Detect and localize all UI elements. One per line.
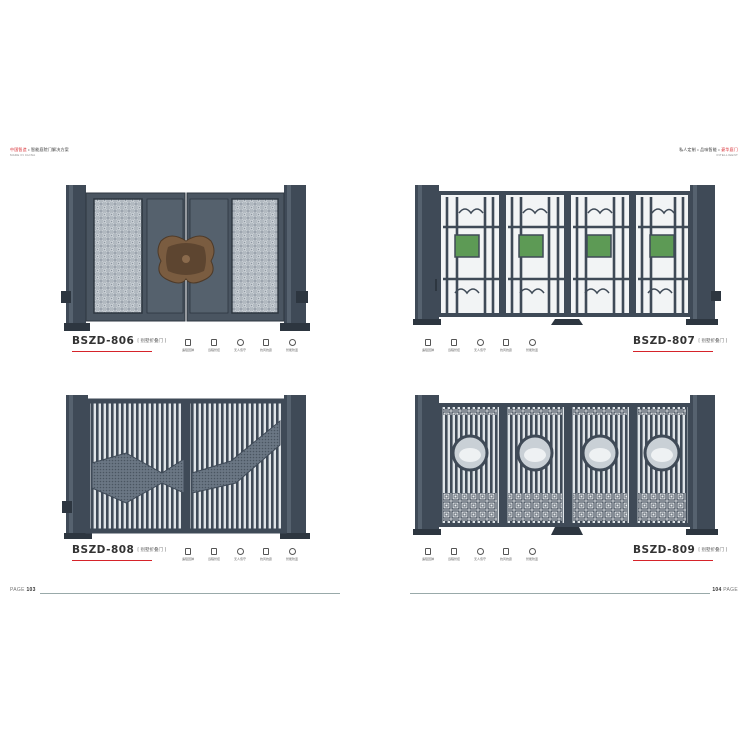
feature-item: 抗风抗震 bbox=[253, 548, 279, 561]
wind-icon bbox=[503, 339, 509, 346]
feature-item: 无人值守 bbox=[467, 339, 493, 352]
person-icon bbox=[236, 339, 244, 346]
model-underline bbox=[72, 560, 152, 561]
feature-item: 遇阻回弹 bbox=[415, 339, 441, 352]
brand-text: 中国智造 bbox=[10, 147, 27, 152]
shield-icon bbox=[288, 548, 296, 555]
feature-item: 遇阻回弹 bbox=[175, 548, 201, 561]
gate-806-image bbox=[61, 185, 310, 331]
model-label-809: BSZD-809[ 别墅折叠门 ] bbox=[633, 544, 728, 556]
wind-icon bbox=[263, 339, 269, 346]
model-underline bbox=[633, 351, 713, 352]
wind-icon bbox=[263, 548, 269, 555]
person-icon bbox=[476, 548, 484, 555]
feature-item: 无人值守 bbox=[227, 339, 253, 352]
feature-item: 智能防盗 bbox=[519, 548, 545, 561]
wind-icon bbox=[503, 548, 509, 555]
feature-item: 遇阻回弹 bbox=[175, 339, 201, 352]
feature-item: 抗风抗震 bbox=[493, 339, 519, 352]
feature-item: 远程智控 bbox=[441, 339, 467, 352]
feature-row-808: 遇阻回弹 远程智控 无人值守 抗风抗震 智能防盗 bbox=[175, 548, 305, 561]
barrier-icon bbox=[185, 548, 191, 555]
shield-icon bbox=[528, 339, 536, 346]
feature-item: 远程智控 bbox=[201, 548, 227, 561]
feature-row-806: 遇阻回弹 远程智控 无人值守 抗风抗震 智能防盗 bbox=[175, 339, 305, 352]
gate-808-image bbox=[62, 395, 310, 539]
model-underline bbox=[72, 351, 152, 352]
feature-item: 遇阻回弹 bbox=[415, 548, 441, 561]
gate-807-image bbox=[413, 185, 721, 325]
gate-809-image bbox=[413, 395, 718, 535]
phone-icon bbox=[451, 548, 457, 555]
barrier-icon bbox=[425, 548, 431, 555]
phone-icon bbox=[211, 548, 217, 555]
feature-item: 无人值守 bbox=[227, 548, 253, 561]
header-title: 智能庭院门解决方案 bbox=[31, 147, 69, 152]
model-label-808: BSZD-808[ 别墅折叠门 ] bbox=[72, 544, 167, 556]
footer-rule-right bbox=[410, 593, 710, 594]
page-number-right: 104 PAGE bbox=[712, 587, 738, 593]
model-underline bbox=[633, 560, 713, 561]
header-left: 中国智造 • 智能庭院门解决方案 MADE IN CHINA bbox=[10, 147, 69, 157]
person-icon bbox=[236, 548, 244, 555]
feature-item: 远程智控 bbox=[441, 548, 467, 561]
model-label-806: BSZD-806[ 别墅折叠门 ] bbox=[72, 335, 167, 347]
feature-item: 智能防盗 bbox=[279, 339, 305, 352]
phone-icon bbox=[211, 339, 217, 346]
phone-icon bbox=[451, 339, 457, 346]
header-sub: MADE IN CHINA bbox=[10, 153, 36, 157]
shield-icon bbox=[288, 339, 296, 346]
shield-icon bbox=[528, 548, 536, 555]
barrier-icon bbox=[185, 339, 191, 346]
feature-item: 智能防盗 bbox=[279, 548, 305, 561]
page-number-left: PAGE 103 bbox=[10, 587, 36, 593]
person-icon bbox=[476, 339, 484, 346]
feature-item: 抗风抗震 bbox=[253, 339, 279, 352]
feature-item: 智能防盗 bbox=[519, 339, 545, 352]
feature-item: 无人值守 bbox=[467, 548, 493, 561]
barrier-icon bbox=[425, 339, 431, 346]
feature-item: 远程智控 bbox=[201, 339, 227, 352]
header-right: 私人定制 • 品味智能 • 豪华庭门 INTELLIGENT bbox=[679, 147, 738, 157]
feature-row-807: 遇阻回弹 远程智控 无人值守 抗风抗震 智能防盗 bbox=[415, 339, 545, 352]
feature-item: 抗风抗震 bbox=[493, 548, 519, 561]
model-label-807: BSZD-807[ 别墅折叠门 ] bbox=[633, 335, 728, 347]
feature-row-809: 遇阻回弹 远程智控 无人值守 抗风抗震 智能防盗 bbox=[415, 548, 545, 561]
footer-rule-left bbox=[40, 593, 340, 594]
